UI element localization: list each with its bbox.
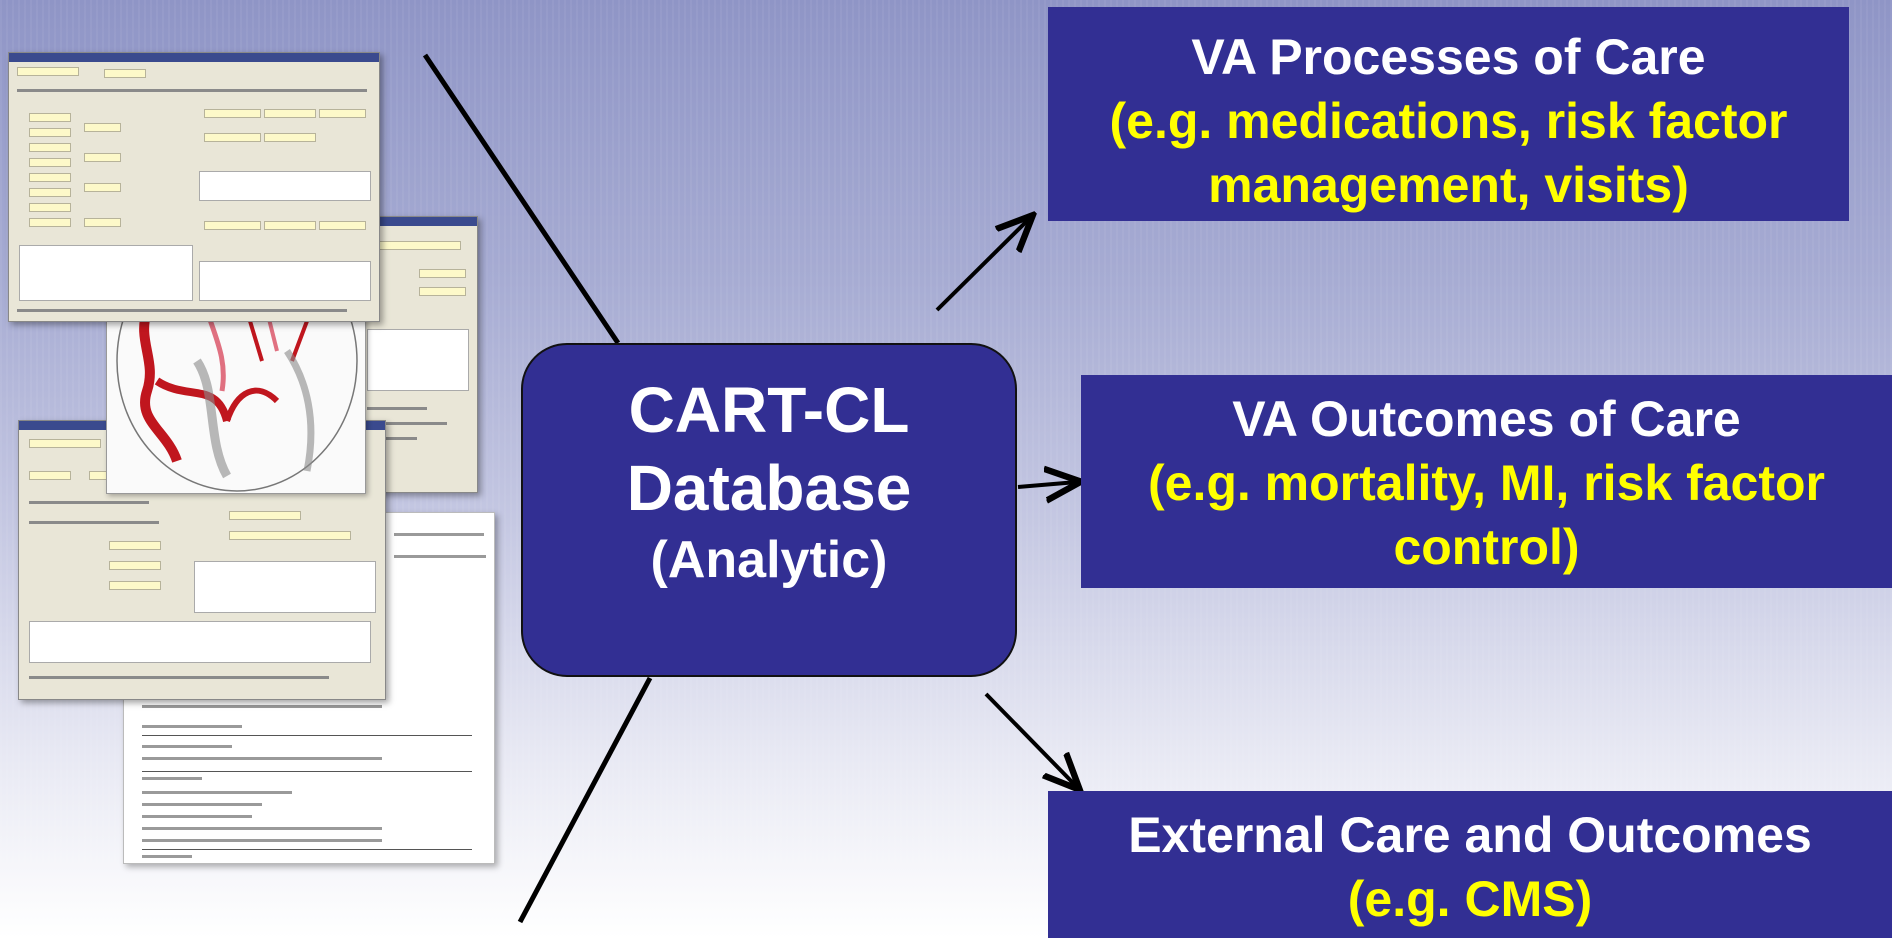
processes-detail: (e.g. medications, risk factor managemen…: [1109, 93, 1788, 213]
arrow-to-outcomes: [1017, 482, 1077, 487]
center-title-line3: (Analytic): [650, 531, 888, 589]
input-line-top: [422, 53, 621, 345]
angiogram-diagram: [106, 300, 366, 494]
processes-of-care-node: VA Processes of Care (e.g. medications, …: [1048, 7, 1849, 221]
arrow-to-external: [984, 692, 1077, 787]
center-title-line2: Database: [626, 452, 912, 524]
center-title-line1: CART-CL: [628, 374, 910, 446]
cart-cl-database-node: CART-CL Database (Analytic): [521, 343, 1017, 677]
external-title: External Care and Outcomes: [1128, 807, 1812, 863]
outcomes-of-care-node: VA Outcomes of Care (e.g. mortality, MI,…: [1081, 375, 1892, 588]
processes-title: VA Processes of Care: [1191, 29, 1706, 85]
outcomes-title: VA Outcomes of Care: [1232, 391, 1741, 447]
external-detail: (e.g. CMS): [1347, 871, 1593, 927]
external-care-node: External Care and Outcomes (e.g. CMS): [1048, 791, 1892, 938]
input-line-bottom: [517, 676, 653, 924]
outcomes-detail: (e.g. mortality, MI, risk factor control…: [1147, 455, 1825, 575]
arrow-to-processes: [935, 218, 1030, 312]
form-window-front: [8, 52, 380, 322]
